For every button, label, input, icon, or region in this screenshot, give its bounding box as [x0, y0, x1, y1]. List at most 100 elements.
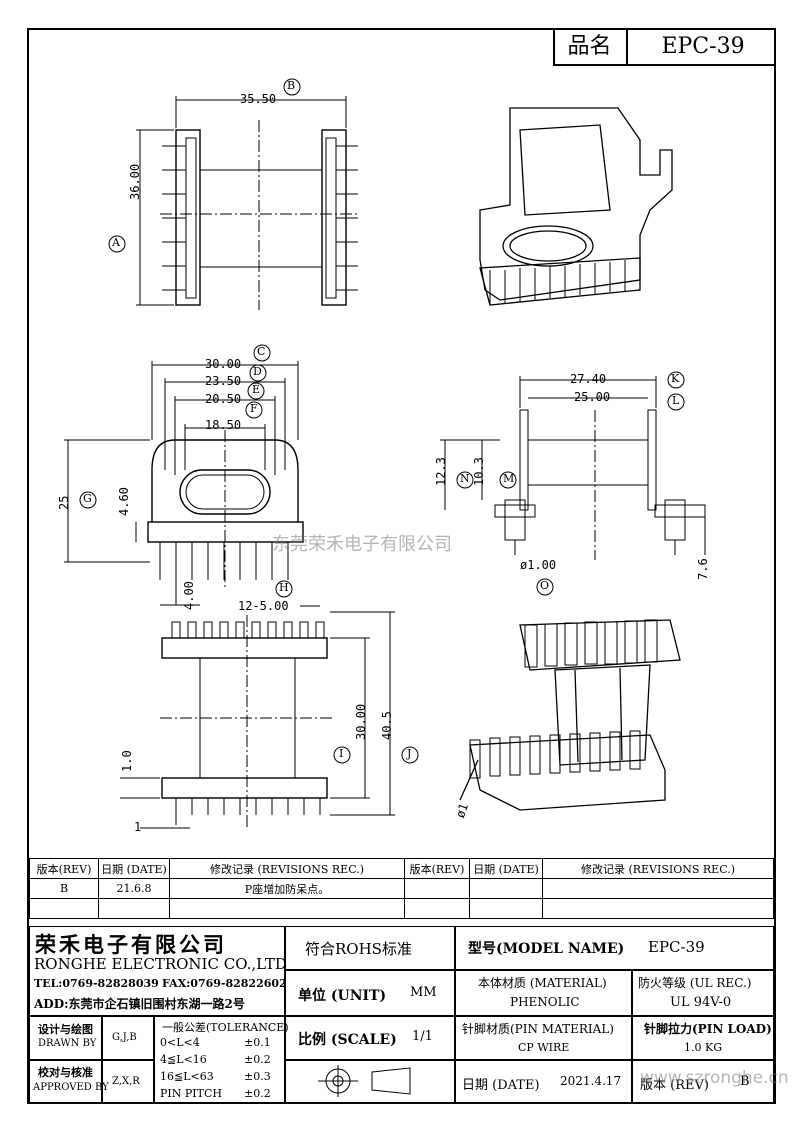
tol-value: ±0.2	[244, 1053, 271, 1066]
iso-view-bottom	[459, 619, 681, 811]
callout-B: B	[287, 79, 296, 92]
watermark: 东莞荣禾电子有限公司	[272, 534, 452, 555]
dim-A: 36.00	[128, 163, 142, 200]
ul-label: 防火等级 (UL REC.)	[638, 976, 752, 990]
company-name-en: RONGHE ELECTRONIC CO.,LTD	[34, 955, 287, 973]
table-cell	[404, 898, 470, 919]
table-cell	[469, 898, 543, 919]
ul-cell	[632, 970, 774, 1016]
check-val-cell	[102, 1060, 154, 1104]
projection-cell	[285, 1060, 455, 1104]
design-cn: 设计与绘图	[38, 1023, 93, 1036]
unit-label: 单位 (UNIT)	[298, 988, 387, 1004]
rec-header: 修改记录 (REVISIONS REC.)	[542, 858, 774, 879]
dim-N: 12.3	[434, 457, 448, 486]
part-name-value: EPC-39	[661, 34, 745, 59]
table-row: B 21.6.8 P座增加防呆点。	[29, 878, 774, 899]
material-label: 本体材质 (MATERIAL)	[478, 976, 607, 990]
tol-value: ±0.2	[244, 1087, 271, 1100]
table-cell: B	[29, 878, 99, 899]
check-en: APPROVED BY	[33, 1082, 109, 1093]
dim-E: 20.50	[205, 392, 242, 406]
callout-A: A	[112, 236, 120, 249]
sym-projection	[318, 1065, 411, 1097]
top-view	[136, 96, 360, 310]
dim-10: 1.0	[120, 750, 134, 772]
dim-G: 25	[57, 495, 71, 510]
side-view	[440, 376, 706, 560]
rec-header: 修改记录 (REVISIONS REC.)	[169, 858, 405, 879]
rev-label: 版本 (REV)	[640, 1078, 709, 1093]
design-value: G,J,B	[112, 1032, 137, 1043]
table-cell: P座增加防呆点。	[169, 878, 405, 899]
date-cell	[455, 1060, 632, 1104]
company-tel: TEL:0769-82828039	[34, 977, 159, 990]
callout-I: I	[339, 747, 344, 760]
table-cell	[404, 878, 470, 899]
dim-F: 18.50	[205, 418, 242, 432]
tol-value: ±0.1	[244, 1036, 271, 1049]
dim-C: 30.00	[205, 357, 242, 371]
tolerance-title: 一般公差(TOLERANCE)	[162, 1021, 289, 1034]
callout-E: E	[252, 383, 261, 396]
unit-cell	[285, 970, 455, 1016]
dim-400: 4.00	[182, 581, 196, 610]
dim-30: 30.00	[354, 703, 368, 740]
callout-C: C	[257, 345, 266, 358]
material-cell	[455, 970, 632, 1016]
part-name-box	[553, 28, 776, 66]
dim-pitch: 12-5.00	[238, 599, 289, 613]
check-cn: 校对与核准	[38, 1066, 93, 1079]
iso-view-top	[479, 107, 673, 306]
tol-value: ±0.3	[244, 1070, 271, 1083]
table-cell	[98, 898, 170, 919]
callouts	[79, 78, 685, 764]
rohs-cell	[285, 926, 455, 970]
model-value: EPC-39	[648, 938, 705, 956]
unit-value: MM	[410, 985, 437, 1000]
pin-load-cell	[632, 1016, 774, 1060]
table-cell	[469, 878, 543, 899]
callout-J: J	[407, 747, 412, 760]
dim-L: 25.00	[574, 390, 611, 404]
callout-H: H	[279, 581, 289, 594]
material-value: PHENOLIC	[510, 995, 580, 1009]
pin-material-cell	[455, 1016, 632, 1060]
rev-header: 版本(REV)	[404, 858, 470, 879]
date-value: 2021.4.17	[560, 1074, 622, 1088]
company-name-cn: 荣禾电子有限公司	[35, 932, 227, 957]
table-cell	[169, 898, 405, 919]
pin-material-value: CP WIRE	[518, 1041, 570, 1054]
rev-header: 版本(REV)	[29, 858, 99, 879]
date-label: 日期 (DATE)	[462, 1078, 540, 1093]
tol-range: 16≦L<63	[160, 1070, 214, 1083]
dim-B: 35.50	[240, 92, 277, 106]
dim-O: ø1.00	[520, 558, 557, 572]
model-label: 型号(MODEL NAME)	[468, 941, 625, 957]
callout-G: G	[83, 492, 92, 505]
company-address: ADD:东莞市企石镇旧围村东湖一路2号	[34, 997, 245, 1011]
dim-D: 23.50	[205, 374, 242, 388]
pin-material-label: 针脚材质(PIN MATERIAL)	[462, 1022, 614, 1036]
table-cell	[542, 898, 774, 919]
pin-load-label: 针脚拉力(PIN LOAD)	[644, 1022, 772, 1036]
table-row	[29, 898, 774, 919]
table-cell	[542, 878, 774, 899]
revisions-table: 版本(REV) 日期 (DATE) 修改记录 (REVISIONS REC.) …	[29, 858, 774, 919]
callout-O: O	[540, 579, 550, 592]
pin-load-value: 1.0 KG	[684, 1041, 722, 1054]
table-row: 版本(REV) 日期 (DATE) 修改记录 (REVISIONS REC.) …	[29, 858, 774, 879]
dim-K: 27.40	[570, 372, 607, 386]
callout-K: K	[671, 372, 680, 385]
design-val-cell	[102, 1016, 154, 1060]
dim-405: 40.5	[380, 711, 394, 740]
date-header: 日期 (DATE)	[469, 858, 543, 879]
dim-76: 7.6	[696, 558, 710, 580]
bottom-view	[120, 605, 395, 830]
rohs-label: 符合ROHS标准	[305, 940, 412, 958]
tol-range: 4≦L<16	[160, 1053, 207, 1066]
company-block	[29, 926, 285, 1016]
scale-value: 1/1	[412, 1029, 433, 1044]
date-header: 日期 (DATE)	[98, 858, 170, 879]
table-cell: 21.6.8	[98, 878, 170, 899]
